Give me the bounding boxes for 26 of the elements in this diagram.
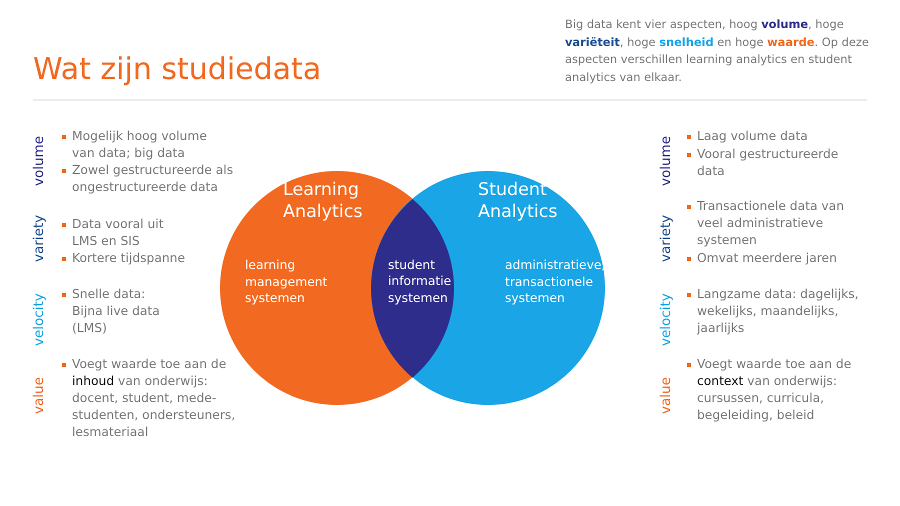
bullet-text: Omvat meerdere jaren xyxy=(697,250,838,267)
circle-heading: Learning Analytics xyxy=(283,179,364,223)
bullet-text: Kortere tijdspanne xyxy=(72,250,186,267)
bullet-text: Zowel gestructureerde als ongestructureerde data xyxy=(72,162,234,196)
bullet-text: Vooral gestructureerde data xyxy=(697,146,840,180)
bullet-text: Mogelijk hoog volume van data; big data xyxy=(72,128,208,162)
category-label: velocity xyxy=(658,293,674,346)
page-title: Wat zijn studiedata xyxy=(33,52,322,87)
circle-label: student informatie systemen xyxy=(388,256,452,306)
category-label: value xyxy=(31,377,47,414)
bullet-text: Data vooral uit LMS en SIS xyxy=(72,216,165,250)
bullet-text: Voegt waarde toe aan de context van onderwijs: cursussen, curricula, begeleiding, beleid xyxy=(697,356,852,424)
category-label: velocity xyxy=(31,293,47,346)
circle-heading: Student Analytics xyxy=(478,179,558,223)
category-label: volume xyxy=(658,136,674,186)
category-label: volume xyxy=(31,136,47,186)
bullet-text: Laag volume data xyxy=(697,128,809,145)
category-label: variety xyxy=(658,214,674,262)
circle-label: learning management systemen xyxy=(245,257,328,306)
bullet-text: Langzame data: dagelijks, wekelijks, maandelijks, jaarlijks xyxy=(697,286,860,337)
bullet-text: Transactionele data van veel administratieve systemen xyxy=(697,198,846,249)
intro-paragraph: Big data kent vier aspecten, hoog volume, hoge variëteit, hoge snelheid en hoge waarde. Op deze aspecten verschillen learning analytics en student analytics van elkaar. xyxy=(565,16,870,86)
bullet-text: Voegt waarde toe aan de inhoud van onderwijs: docent, student, mede-studenten, ondersteuners, lesmateriaal xyxy=(72,356,236,441)
category-label: variety xyxy=(31,214,47,262)
bullet-text: Snelle data: Bijna live data (LMS) xyxy=(72,286,161,337)
category-label: value xyxy=(658,377,674,414)
